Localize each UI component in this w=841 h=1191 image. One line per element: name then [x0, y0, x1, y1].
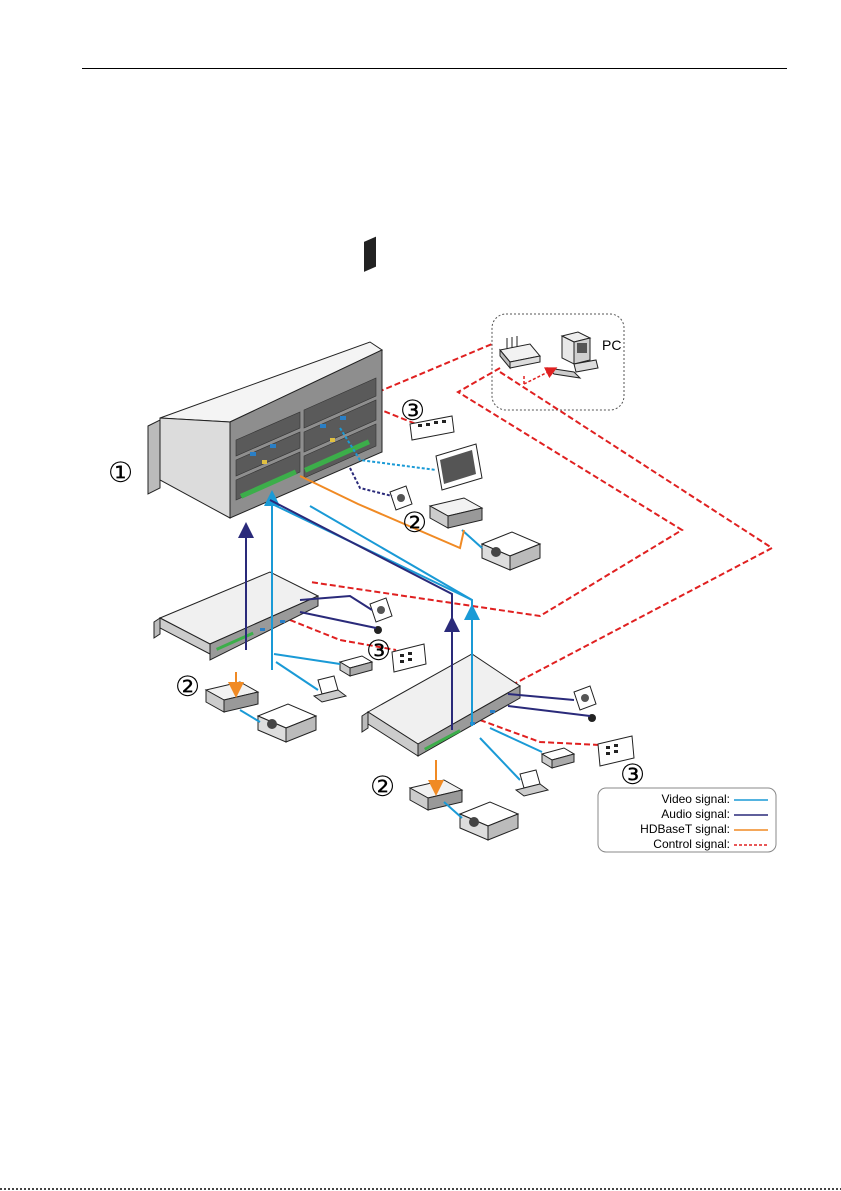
video-left-to-player: [274, 654, 340, 664]
media-player-icon-right: [542, 748, 574, 768]
video-left-to-laptop: [276, 662, 318, 690]
chassis-power-block: [364, 237, 376, 272]
hdbaset-receiver-top: [430, 498, 482, 528]
callout-3-keypad-right: ③: [620, 758, 645, 791]
projector-icon-left: [258, 704, 316, 742]
switch-to-pc-control-line: [524, 370, 552, 384]
control-matrix-to-switch: [378, 344, 492, 392]
audio-left-to-mic: [300, 612, 376, 628]
video-receiver-to-projector-top: [462, 530, 482, 548]
laptop-icon-left: [314, 676, 346, 702]
laptop-icon-right: [516, 770, 548, 796]
callout-3-keypad-top: ③: [400, 394, 425, 427]
speaker-icon-left: [370, 598, 392, 622]
speaker-icon-right: [574, 686, 596, 710]
callout-3-keypad-left: ③: [366, 634, 391, 667]
control-loop-to-right-unit: [500, 372, 772, 686]
hdbaset-receiver-left: [206, 682, 258, 712]
main-matrix-chassis: [148, 237, 382, 518]
left-matrix-unit: [154, 572, 318, 660]
callout-1-matrix: ①: [108, 456, 133, 489]
touch-panel-icon: [436, 444, 482, 490]
audio-right-to-mic: [508, 706, 590, 716]
control-keypad-icon-left: [392, 644, 426, 672]
right-matrix-unit: [362, 654, 520, 756]
legend-hdbaset-label: HDBaseT signal:: [640, 822, 730, 836]
audio-to-speaker-top: [350, 468, 392, 496]
signal-legend: Video signal: Audio signal: HDBaseT sign…: [598, 788, 776, 852]
network-switch-icon: [500, 336, 540, 368]
callout-2-receiver-left: ②: [175, 670, 200, 703]
pc-label: PC: [602, 337, 621, 353]
video-right-to-laptop: [480, 738, 520, 780]
projector-icon-right: [460, 802, 518, 840]
callout-2-receiver-right: ②: [370, 770, 395, 803]
projector-icon-top: [482, 532, 540, 570]
pc-computer-icon: [548, 332, 598, 378]
callout-2-receiver-top: ②: [402, 506, 427, 539]
legend-control-label: Control signal:: [653, 837, 730, 851]
chassis-rack-ear-left: [148, 420, 160, 494]
network-group: PC: [492, 314, 624, 410]
legend-video-label: Video signal:: [662, 792, 731, 806]
legend-audio-label: Audio signal:: [661, 807, 730, 821]
